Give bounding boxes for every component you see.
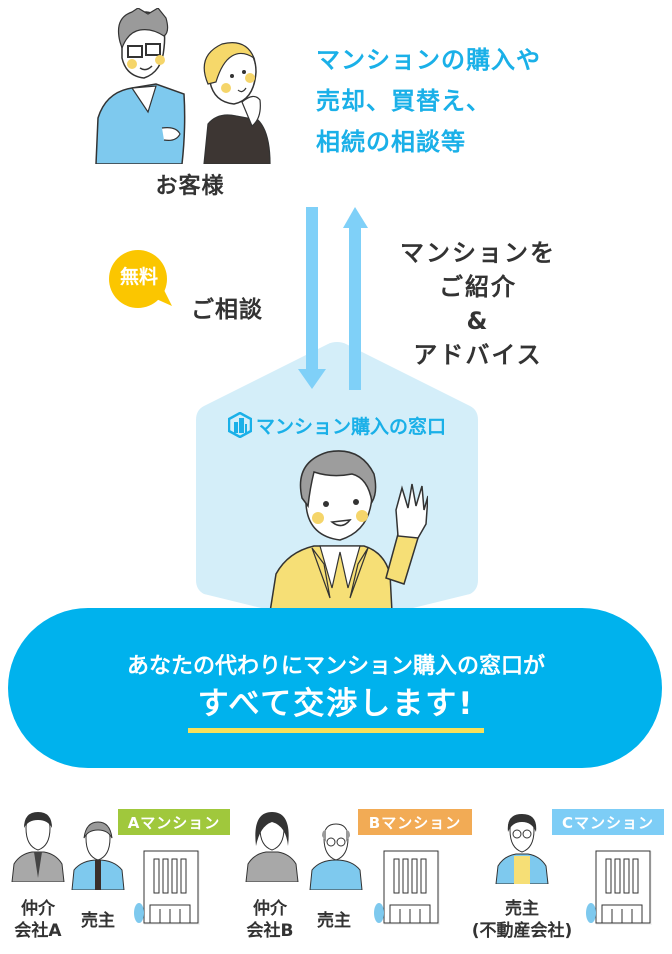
advice-line: アドバイス <box>413 341 543 369</box>
banner-subtitle: あなたの代わりにマンション購入の窓口が <box>126 654 545 679</box>
arrow-up-icon <box>343 207 368 390</box>
broker-woman-icon <box>245 812 299 882</box>
banner-headline-wrap: すべて交渉します! <box>0 684 672 733</box>
building-a-icon <box>134 850 200 925</box>
arrow-down-icon <box>298 207 326 389</box>
customer-label: お客様 <box>155 174 225 199</box>
seller-b-label: 売主 <box>317 911 351 931</box>
broker-a-label: 仲介 会社A <box>14 899 62 941</box>
customer-couple-illustration <box>95 8 271 164</box>
seller-elderly-man-icon <box>71 821 125 890</box>
seller-a-label: 売主 <box>81 911 115 931</box>
free-speech-bubble-icon <box>109 250 172 308</box>
free-badge: 無料 <box>119 266 158 288</box>
introduction-advice-text: マンションを ご紹介 & アドバイス <box>388 236 568 372</box>
service-logo: マンション購入の窓口 <box>228 410 446 440</box>
topic-line: 売却、買替え、 <box>316 87 491 115</box>
consultation-label: ご相談 <box>191 297 263 323</box>
topic-line: 相続の相談等 <box>316 128 466 156</box>
tag-a-mansion: Aマンション <box>118 809 230 835</box>
tag-b-mansion: Bマンション <box>358 809 472 835</box>
seller-company-man-icon <box>495 814 549 884</box>
topic-line: マンションの購入や <box>316 46 541 74</box>
broker-man-icon <box>11 812 65 882</box>
negotiation-banner <box>8 608 662 768</box>
building-b-icon <box>374 850 440 925</box>
banner-headline: すべて交渉します! <box>187 684 485 733</box>
building-c-icon <box>586 850 652 925</box>
advice-line: & <box>466 307 490 335</box>
advice-line: ご紹介 <box>439 273 517 301</box>
seller-bald-man-icon <box>309 823 363 890</box>
advice-line: マンションを <box>400 239 556 267</box>
building-hexagon-icon <box>228 412 252 438</box>
seller-c-label: 売主 (不動産会社) <box>471 899 573 941</box>
tag-c-mansion: Cマンション <box>552 809 664 835</box>
broker-b-label: 仲介 会社B <box>246 899 294 941</box>
consultation-topics: マンションの購入や 売却、買替え、 相続の相談等 <box>316 40 616 163</box>
agent-waving-illustration <box>269 450 428 612</box>
flow-arrows <box>298 207 368 390</box>
logo-text: マンション購入の窓口 <box>256 415 447 438</box>
